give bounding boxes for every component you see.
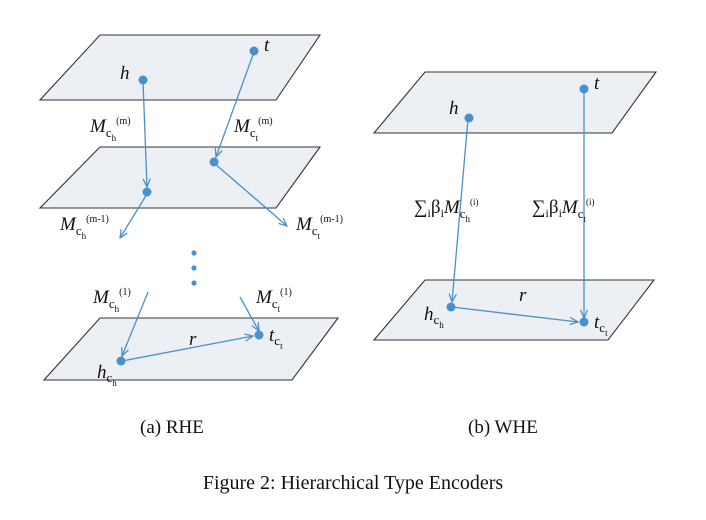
rhe-label-m-mid-left: Mch(m-1) — [59, 214, 109, 241]
rhe-label-t: t — [264, 35, 270, 56]
rhe-node-tc — [254, 330, 264, 340]
rhe-label-m-bot-left: Mch(1) — [92, 287, 131, 314]
figure-caption: Figure 2: Hierarchical Type Encoders — [203, 472, 504, 494]
rhe-arrow-h-down — [142, 80, 147, 187]
rhe-arrow-t-down — [216, 51, 255, 157]
rhe-arrow-bottom-left — [122, 291, 149, 356]
whe-plane-top — [372, 71, 658, 134]
whe-caption: (b) WHE — [468, 417, 538, 438]
whe-node-h — [464, 113, 474, 123]
rhe-label-tc: tct — [269, 325, 283, 351]
rhe-label-hc: hch — [97, 362, 117, 388]
rhe-arrow-bottom-right — [239, 296, 259, 331]
rhe-plane-bottom — [42, 317, 340, 381]
whe-label-r: r — [519, 285, 527, 306]
rhe-caption: (a) RHE — [140, 417, 204, 438]
rhe-label-m-mid-right: Mct(m-1) — [295, 214, 343, 241]
whe-node-t — [579, 84, 589, 94]
whe-label-sum-right: ∑iβiMct(i) — [532, 197, 595, 224]
whe-label-h: h — [449, 98, 459, 119]
rhe-plane-middle — [38, 146, 322, 209]
whe-label-sum-left: ∑iβiMch(i) — [414, 197, 479, 224]
rhe-arrow-r — [121, 336, 253, 362]
whe-node-tc — [579, 317, 589, 327]
rhe-ellipsis-dot-1 — [191, 250, 197, 256]
rhe-node-mid-t — [209, 157, 219, 167]
rhe-label-m-top-left: Mch(m) — [89, 116, 131, 143]
rhe-label-h: h — [120, 63, 130, 84]
panel-whe: h t ∑iβiMch(i) ∑iβiMct(i) r hch tct (b) … — [372, 71, 658, 438]
whe-arrow-r — [451, 306, 578, 322]
rhe-label-m-top-right: Mct(m) — [233, 116, 273, 143]
rhe-label-r: r — [189, 329, 197, 350]
rhe-node-h — [138, 75, 148, 85]
rhe-arrow-mid-left — [120, 193, 148, 238]
whe-label-hc: hch — [424, 304, 444, 330]
whe-node-hc — [446, 302, 456, 312]
rhe-node-t — [249, 46, 259, 56]
rhe-node-mid-h — [142, 187, 152, 197]
rhe-ellipsis-dot-3 — [191, 280, 197, 286]
rhe-label-m-bot-right: Mct(1) — [255, 287, 292, 314]
rhe-node-hc — [116, 356, 126, 366]
panel-rhe: h t Mch(m) Mct(m) Mch(m-1) Mct(m-1) Mch(… — [38, 34, 343, 438]
whe-plane-bottom — [372, 279, 656, 341]
whe-label-t: t — [594, 73, 600, 94]
rhe-arrow-mid-right — [213, 162, 287, 226]
rhe-ellipsis-dot-2 — [191, 265, 197, 271]
whe-arrow-h-down — [452, 118, 469, 302]
whe-label-tc: tct — [594, 312, 608, 338]
rhe-plane-top — [38, 34, 322, 101]
